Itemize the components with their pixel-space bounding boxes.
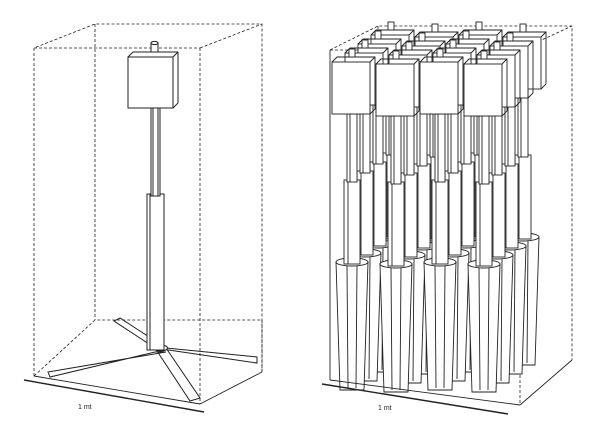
scale-line <box>23 379 205 413</box>
stand-head-edge <box>527 40 534 47</box>
stand-pole-lower <box>343 179 361 265</box>
stand-head-edge <box>395 38 402 45</box>
stand-pole-lower <box>387 181 405 267</box>
stand-pole-upper <box>434 113 446 183</box>
grid-stand-12 <box>331 48 376 391</box>
scale-label-left: 1 mt <box>78 404 92 411</box>
stand-cap <box>493 41 501 51</box>
stand-foot <box>423 261 457 391</box>
stand-head-edge <box>470 47 477 54</box>
stand-pole-upper <box>390 115 402 185</box>
stand-head <box>127 40 179 109</box>
stand-pole <box>146 107 165 351</box>
stand-pole-upper <box>346 113 358 183</box>
foot-flute <box>355 265 358 389</box>
stand-pole-lower <box>431 179 449 265</box>
stand-head-edge <box>452 31 459 38</box>
foot-flute <box>346 265 349 389</box>
stand-foot <box>467 263 501 393</box>
stand-pole-upper <box>478 115 490 185</box>
stand-cap <box>392 50 400 60</box>
grid-stand-15 <box>463 50 508 393</box>
foot-flute <box>526 240 529 364</box>
scale-label-right: 1 mt <box>378 405 392 412</box>
stand-foot <box>335 261 369 391</box>
stand-pole-lower <box>475 181 493 267</box>
grid-stand-panel <box>329 21 573 406</box>
stand-cap <box>462 30 470 40</box>
stand-head <box>375 63 415 117</box>
stand-head-edge <box>514 49 521 56</box>
stand-head-edge <box>502 31 547 90</box>
foot-flute <box>456 256 459 380</box>
stand-head-edge <box>439 40 446 47</box>
stand-pole-upper <box>491 106 503 176</box>
stand-cap <box>387 21 395 31</box>
foot-flute <box>478 267 481 391</box>
stand-cap <box>418 32 426 42</box>
stand-head <box>331 61 371 115</box>
stand-cap <box>431 23 439 33</box>
foot-flute <box>443 265 446 389</box>
stand-head-edge <box>369 56 376 63</box>
foot-flute <box>390 267 393 391</box>
stand-head-edge <box>483 38 490 45</box>
stand-pole-upper <box>359 104 371 174</box>
stand-pole-upper <box>517 88 529 158</box>
stand-cap <box>449 39 457 49</box>
foot-flute <box>513 249 516 373</box>
single-stand-panel <box>33 23 263 405</box>
stand-cap <box>519 23 527 33</box>
stand-pole-upper <box>403 106 415 176</box>
bounding-box-dashed <box>33 23 263 404</box>
base-footprint <box>329 50 573 406</box>
stand-head <box>419 61 459 115</box>
grid-stand-14 <box>419 48 464 391</box>
stand-head-edge <box>382 47 389 54</box>
scale-line <box>321 383 509 415</box>
stand-pole-upper <box>504 97 516 167</box>
stand-head-edge <box>426 49 433 56</box>
stand-grid <box>331 21 547 393</box>
stand-cap <box>361 39 369 49</box>
stand-cap <box>348 48 356 58</box>
scale-bar-right: 1 mt <box>321 383 509 415</box>
foot-flute <box>412 258 415 382</box>
foot-flute <box>500 258 503 382</box>
stand-head-edge <box>408 29 415 36</box>
foot-flute <box>399 267 402 391</box>
stand-head <box>463 63 503 117</box>
stand-cap <box>436 48 444 58</box>
stand-cap <box>374 30 382 40</box>
base-footprint <box>33 371 263 405</box>
stand-head-edge <box>496 29 503 36</box>
scale-bar-left: 1 mt <box>23 379 205 413</box>
stand-head-edge <box>457 56 464 63</box>
stand-cap <box>475 21 483 31</box>
grid-stand-13 <box>375 50 420 393</box>
stand-head-edge <box>413 58 420 65</box>
stand-head-edge <box>540 31 547 38</box>
foot-flute <box>368 256 371 380</box>
stand-pole-upper <box>447 104 459 174</box>
stand-cap <box>506 32 514 42</box>
stand-cap <box>480 50 488 60</box>
stand-foot <box>379 263 413 393</box>
foot-flute <box>487 267 490 391</box>
stand-cap <box>405 41 413 51</box>
foot-flute <box>434 265 437 389</box>
stand-head-edge <box>501 58 508 65</box>
